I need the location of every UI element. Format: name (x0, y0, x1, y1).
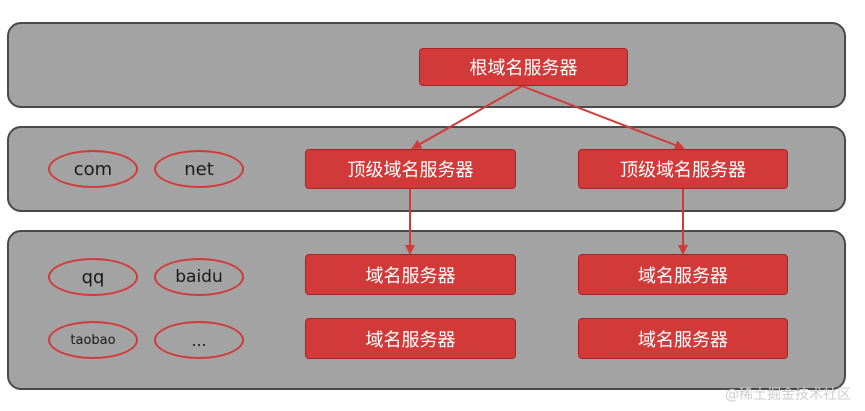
dns-server-box-4: 域名服务器 (578, 318, 788, 359)
domain-oval-net: net (154, 150, 244, 188)
watermark-text: @稀土掘金技术社区 (725, 387, 851, 403)
domain-oval-qq: qq (48, 258, 138, 296)
domain-oval-baidu: baidu (154, 258, 244, 296)
arrow-root-to-tld-1 (411, 85, 523, 149)
root-dns-server-box: 根域名服务器 (419, 48, 628, 86)
top-level-dns-server-box-2: 顶级域名服务器 (578, 149, 788, 189)
dns-server-box-2: 域名服务器 (578, 254, 788, 295)
dns-server-box-1: 域名服务器 (305, 254, 516, 295)
domain-oval-taobao: taobao (48, 321, 138, 359)
domain-oval-com: com (48, 150, 138, 188)
dns-server-box-3: 域名服务器 (305, 318, 516, 359)
top-level-dns-server-box-1: 顶级域名服务器 (305, 149, 516, 189)
domain-oval-ellipsis: ... (154, 321, 244, 359)
arrow-root-to-tld-2 (521, 85, 685, 150)
